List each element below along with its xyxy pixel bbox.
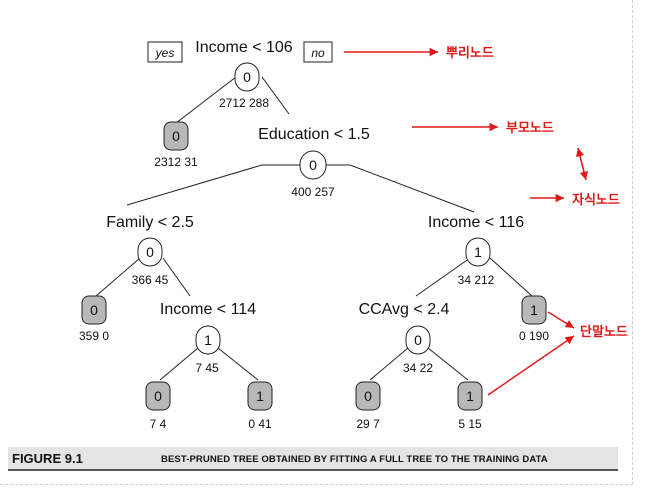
yes-tag: yes (155, 46, 175, 60)
root-node-annotation: 뿌리노드 (446, 45, 494, 61)
leaf-node-label: 1 (256, 388, 264, 404)
leaf-node (163, 121, 189, 151)
edge-income114-left (159, 347, 199, 381)
root-node-counts: 2712 288 (219, 96, 269, 110)
family-node-counts: 366 45 (132, 273, 169, 287)
leaf-node (355, 381, 381, 411)
figure-caption: BEST-PRUNED TREE OBTAINED BY FITTING A F… (161, 454, 548, 465)
ccavg-node-label: 0 (414, 332, 422, 348)
parent-node-annotation: 부모노드 (506, 121, 554, 136)
caption-underline (8, 469, 618, 471)
income114-condition: Income < 114 (160, 301, 256, 318)
education-condition: Education < 1.5 (258, 126, 370, 143)
leaf-node-counts: 5 15 (458, 417, 482, 431)
leaf-node-label: 0 (172, 128, 180, 144)
leaf-node-label: 0 (364, 388, 372, 404)
figure-label: FIGURE 9.1 (12, 451, 83, 466)
leaf-node (145, 381, 171, 411)
income116-node-label: 1 (474, 244, 482, 260)
leaf-node-annotation: 단말노드 (580, 324, 628, 340)
arrow-leaf-node-b (487, 335, 575, 396)
edge-root-left (175, 76, 237, 124)
edge-income116-right (489, 257, 533, 297)
arrow-leaf-node-a (547, 311, 575, 329)
leaf-node-counts: 359 0 (79, 329, 109, 343)
leaf-node (457, 381, 483, 411)
edge-education-right (326, 164, 475, 213)
income114-node-counts: 7 45 (195, 361, 219, 375)
family-node (137, 237, 163, 267)
income116-condition: Income < 116 (428, 214, 524, 231)
child-node-annotation: 자식노드 (572, 192, 620, 208)
leaf-node-counts: 2312 31 (154, 155, 198, 169)
figure-frame (0, 0, 633, 485)
no-tag: no (311, 46, 325, 60)
education-node (299, 150, 327, 180)
root-condition: Income < 106 (195, 39, 293, 56)
ccavg-node-counts: 34 22 (403, 361, 433, 375)
leaf-node-counts: 0 41 (248, 417, 272, 431)
income114-node-label: 1 (204, 332, 212, 348)
leaf-node-counts: 7 4 (150, 417, 167, 431)
ccavg-node (405, 325, 431, 355)
edge-income116-left (415, 257, 471, 297)
leaf-node-counts: 29 7 (356, 417, 380, 431)
leaf-node-counts: 0 190 (519, 329, 549, 343)
leaf-node-label: 1 (466, 388, 474, 404)
leaf-node-label: 0 (90, 302, 98, 318)
income116-node (465, 237, 491, 267)
caption-bar (8, 447, 618, 469)
root-node-label: 0 (243, 69, 251, 85)
education-node-counts: 400 257 (291, 185, 335, 199)
leaf-node (81, 295, 107, 325)
arrow-parent-child-down (577, 147, 589, 181)
edge-family-left (95, 257, 141, 297)
tree-edges (95, 76, 533, 381)
root-node (234, 62, 260, 92)
income114-node (195, 325, 221, 355)
ccavg-condition: CCAvg < 2.4 (359, 301, 450, 318)
yes-tag-box (147, 41, 183, 63)
edge-ccavg-right (427, 347, 469, 381)
edge-ccavg-left (369, 347, 409, 381)
no-tag-box (303, 41, 333, 63)
family-condition: Family < 2.5 (106, 214, 194, 231)
edge-education-left (126, 164, 300, 206)
leaf-node-label: 1 (530, 302, 538, 318)
edge-income114-right (217, 347, 259, 381)
income116-node-counts: 34 212 (458, 273, 495, 287)
leaf-node (521, 295, 547, 325)
leaf-node (247, 381, 273, 411)
edge-family-right (162, 257, 191, 297)
annotation-arrows (344, 47, 589, 396)
edge-root-right (261, 76, 290, 115)
leaf-node-label: 0 (154, 388, 162, 404)
family-node-label: 0 (146, 244, 154, 260)
education-node-label: 0 (309, 157, 317, 173)
